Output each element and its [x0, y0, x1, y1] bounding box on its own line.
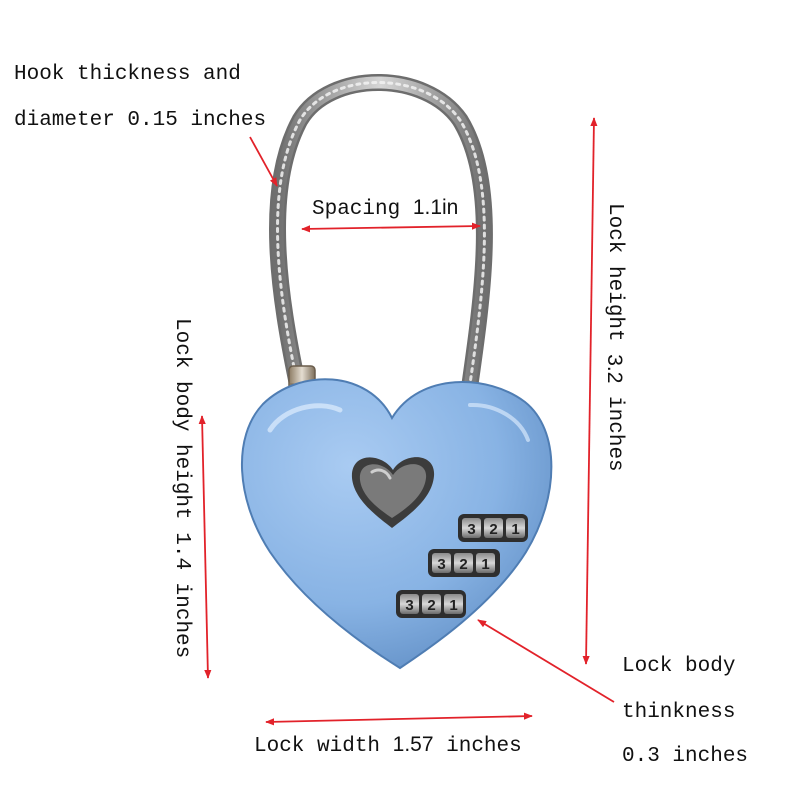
- hook-annotation-line2: diameter 0.15 inches: [14, 109, 267, 132]
- spacing-label: Spacing: [312, 198, 401, 221]
- dial-digit: 1: [449, 597, 457, 614]
- heart-button-icon: [351, 457, 435, 528]
- dial-digit: 3: [467, 521, 475, 538]
- dial-digit: 3: [437, 556, 445, 573]
- dial-digit: 1: [511, 521, 519, 538]
- spacing-annotation: Spacing 1.1in: [312, 197, 458, 220]
- lock-width-arrow: [265, 712, 533, 726]
- dial-digit: 2: [459, 556, 467, 573]
- dial-digit: 2: [427, 597, 435, 614]
- dial-row-2[interactable]: 3 2 1: [428, 549, 500, 577]
- dial-digit: 3: [405, 597, 413, 614]
- spacing-value: 1.1in: [412, 196, 459, 219]
- spacing-arrow: [301, 222, 481, 233]
- thickness-annotation-line1: Lock body: [622, 655, 736, 678]
- lock-width-label: Lock width: [254, 735, 381, 758]
- dial-digit: 2: [489, 521, 497, 538]
- thickness-annotation-line2: thinkness: [622, 701, 736, 724]
- lock-height-annotation: Lock height 3.2 inches: [603, 203, 626, 472]
- lock-height-arrow: [582, 117, 598, 665]
- body-height-arrow: [198, 415, 212, 679]
- thickness-annotation-line3: 0.3 inches: [622, 745, 749, 768]
- lock-width-value: 1.57: [392, 733, 434, 756]
- thickness-pointer-arrow: [477, 619, 615, 703]
- lock-width-annotation: Lock width 1.57 inches: [254, 734, 522, 757]
- lock-width-unit: inches: [446, 735, 522, 758]
- dial-row-1[interactable]: 3 2 1: [458, 514, 528, 542]
- hook-pointer-arrow: [249, 136, 278, 187]
- lock-height-value: 3.2: [603, 354, 626, 384]
- body-height-annotation: Lock body height 1.4 inches: [170, 318, 193, 659]
- lock-height-unit: inches: [603, 396, 626, 472]
- lock-height-label: Lock height: [603, 203, 626, 342]
- dial-row-3[interactable]: 3 2 1: [396, 590, 466, 618]
- hook-annotation-line1: Hook thickness and: [14, 63, 241, 86]
- dial-digit: 1: [481, 556, 489, 573]
- cable-shackle: [269, 74, 493, 407]
